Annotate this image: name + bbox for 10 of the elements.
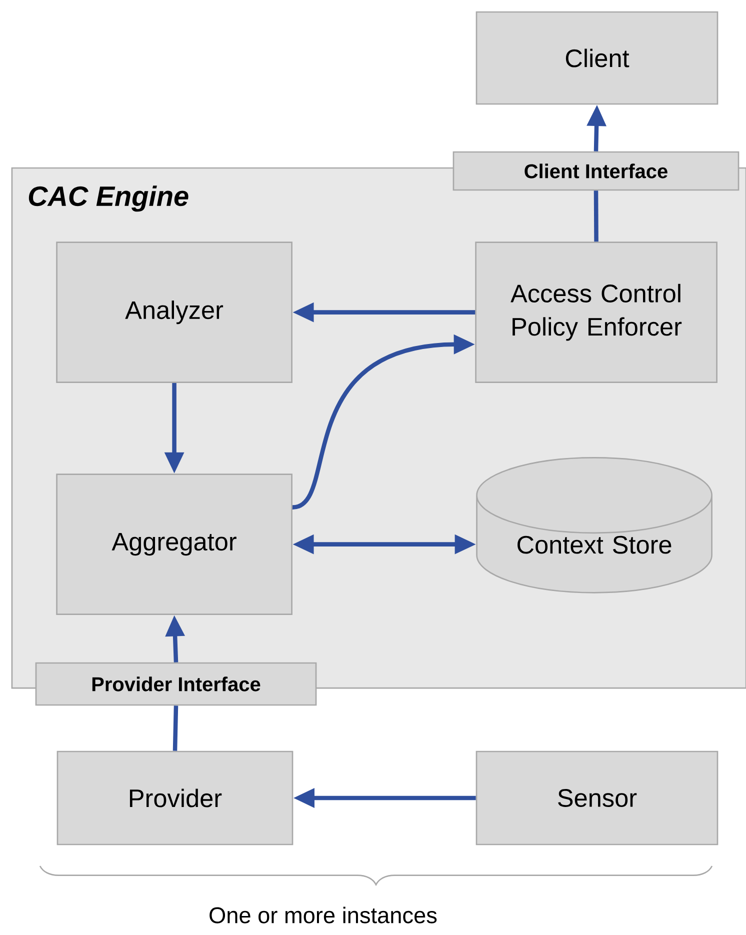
component-box: Aggregator <box>56 474 292 615</box>
component-box: Analyzer <box>56 242 292 383</box>
component-box: Access Control Policy Enforcer <box>475 242 718 383</box>
database-cylinder: Context Store <box>476 457 712 594</box>
interface-box: Provider Interface <box>35 662 317 706</box>
component-box: Sensor <box>476 750 718 846</box>
caption-text: One or more instances <box>210 906 437 924</box>
component-box: Client <box>476 11 718 105</box>
interface-box: Client Interface <box>452 151 740 191</box>
component-box: Provider <box>56 750 294 846</box>
